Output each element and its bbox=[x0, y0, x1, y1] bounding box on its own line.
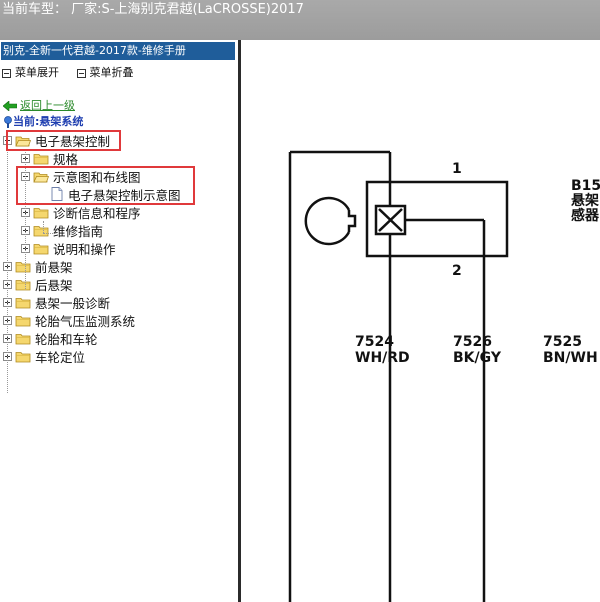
current-label: 当前:悬架系统 bbox=[13, 115, 84, 128]
window-title: 当前车型： 厂家:S-上海别克君越(LaCROSSE)2017 bbox=[2, 2, 304, 17]
tree-item[interactable]: 规格 bbox=[21, 149, 78, 167]
component-name-line2: 感器 bbox=[571, 208, 599, 224]
panel-divider[interactable] bbox=[238, 40, 241, 602]
tree-item-label: 电子悬架控制示意图 bbox=[68, 187, 181, 203]
tree-connector-line bbox=[43, 221, 44, 233]
pin-1-label: 1 bbox=[452, 161, 462, 177]
tree-item-label: 示意图和布线图 bbox=[53, 169, 141, 185]
folder-open-icon bbox=[33, 172, 49, 182]
tree-item[interactable]: 轮胎和车轮 bbox=[3, 329, 98, 347]
wire-circuit-label: 7524 bbox=[355, 334, 394, 350]
folder-icon bbox=[15, 297, 31, 308]
tree-item[interactable]: 诊断信息和程序 bbox=[21, 203, 141, 221]
document-icon bbox=[51, 187, 63, 201]
tree-item-label: 电子悬架控制 bbox=[35, 133, 111, 149]
tree-item[interactable]: 电子悬架控制 bbox=[3, 131, 110, 149]
expand-icon bbox=[2, 68, 11, 78]
location-pin-icon bbox=[4, 116, 12, 128]
tree-item-label: 轮胎气压监测系统 bbox=[35, 313, 136, 329]
back-link[interactable]: 返回上一级 bbox=[2, 97, 75, 113]
tree-connector-line bbox=[25, 149, 26, 289]
wire-color-label: BK/GY bbox=[453, 350, 501, 366]
tree-connector-line bbox=[43, 233, 53, 234]
menu-collapse-button[interactable]: 菜单折叠 bbox=[76, 66, 134, 79]
component-ref: B15 bbox=[571, 178, 600, 194]
folder-icon bbox=[15, 279, 31, 290]
tree-item-label: 车轮定位 bbox=[35, 349, 86, 365]
collapse-icon bbox=[76, 68, 86, 78]
window-title-bar: 当前车型： 厂家:S-上海别克君越(LaCROSSE)2017 bbox=[0, 0, 600, 40]
folder-open-icon bbox=[15, 136, 31, 146]
pin-2-label: 2 bbox=[452, 263, 462, 279]
collapse-toggle-icon[interactable] bbox=[3, 135, 12, 145]
folder-icon bbox=[15, 315, 31, 326]
tree-item[interactable]: 说明和操作 bbox=[21, 239, 116, 257]
tree-item-label: 规格 bbox=[53, 151, 79, 167]
wire-color-label: BN/WH bbox=[543, 350, 598, 366]
component-name-line1: 悬架 bbox=[571, 193, 599, 209]
tree-item[interactable]: 前悬架 bbox=[3, 257, 73, 275]
tree-item-label: 前悬架 bbox=[35, 259, 73, 275]
wire-color-label: WH/RD bbox=[355, 350, 410, 366]
folder-icon bbox=[33, 153, 49, 164]
folder-icon bbox=[15, 351, 31, 362]
tree-item-label: 维修指南 bbox=[53, 223, 104, 239]
tree-item-label: 轮胎和车轮 bbox=[35, 331, 98, 347]
wire-circuit-label: 7525 bbox=[543, 334, 582, 350]
menu-expand-button[interactable]: 菜单展开 bbox=[2, 66, 59, 79]
folder-icon bbox=[33, 243, 49, 254]
current-location: 当前:悬架系统 bbox=[3, 113, 83, 129]
folder-icon bbox=[33, 225, 49, 236]
tree-item-label: 说明和操作 bbox=[53, 241, 116, 257]
tree-item[interactable]: 车轮定位 bbox=[3, 347, 85, 365]
sensor-symbol bbox=[304, 196, 351, 246]
sidebar-panel: 别克-全新一代君越-2017款-维修手册 菜单展开 菜单折叠 返回上一级 当前:… bbox=[0, 40, 238, 602]
tree-item[interactable]: 后悬架 bbox=[3, 275, 73, 293]
tree-item[interactable]: 维修指南 bbox=[21, 221, 103, 239]
tree-item[interactable]: 示意图和布线图 bbox=[21, 167, 141, 185]
folder-icon bbox=[15, 261, 31, 272]
tree-item-label: 后悬架 bbox=[35, 277, 73, 293]
back-label: 返回上一级 bbox=[20, 99, 75, 112]
sensor-connector-box bbox=[365, 180, 509, 258]
tree-item[interactable]: 电子悬架控制示意图 bbox=[39, 185, 181, 203]
folder-icon bbox=[15, 333, 31, 344]
manual-title: 别克-全新一代君越-2017款-维修手册 bbox=[1, 42, 235, 60]
tree-item-label: 悬架一般诊断 bbox=[35, 295, 111, 311]
back-arrow-icon bbox=[2, 100, 18, 112]
diagram-canvas bbox=[288, 150, 509, 602]
tree-item[interactable]: 轮胎气压监测系统 bbox=[3, 311, 135, 329]
folder-icon bbox=[33, 207, 49, 218]
wiring-diagram: 1 2 B15 悬架 感器 7524 WH/RD 7526 BK/GY 7525… bbox=[241, 40, 600, 602]
tree-connector-line bbox=[7, 149, 8, 393]
tree-item[interactable]: 悬架一般诊断 bbox=[3, 293, 110, 311]
menu-toolbar: 菜单展开 菜单折叠 bbox=[2, 64, 148, 80]
wire-circuit-label: 7526 bbox=[453, 334, 492, 350]
tree-item-label: 诊断信息和程序 bbox=[53, 205, 141, 221]
